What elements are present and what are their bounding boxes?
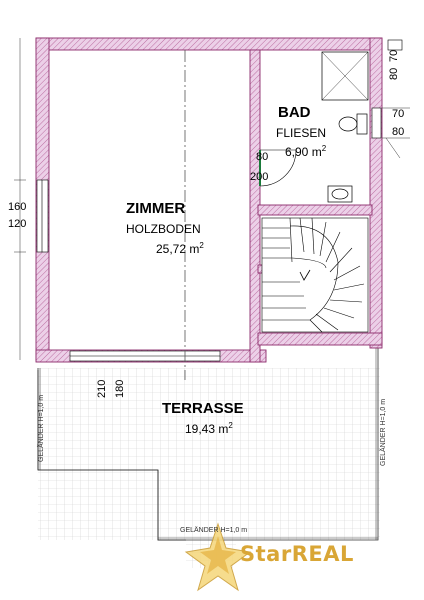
room-name-zimmer: ZIMMER	[126, 200, 186, 217]
dim-terrace-door-a: 210	[96, 379, 108, 398]
bad-door-swing	[259, 149, 297, 187]
room-floor-bad: FLIESEN	[276, 126, 327, 140]
room-floor-zimmer: HOLZBODEN	[126, 222, 201, 236]
dim-bad-door-width: 80	[256, 151, 269, 163]
dim-left-window-b: 120	[8, 218, 27, 230]
dim-bad-window-b: 80	[392, 126, 405, 138]
room-name-bad: BAD	[278, 104, 311, 121]
railing-label-right: GELÄNDER H=1,0 m	[380, 398, 387, 466]
dim-top-right-a: 70	[388, 49, 400, 62]
room-name-terrasse: TERRASSE	[162, 400, 244, 417]
terrace-floor	[38, 368, 380, 568]
dim-terrace-door-b: 180	[114, 379, 126, 398]
room-area-zimmer: 25,72 m2	[156, 241, 204, 256]
room-area-terrasse: 19,43 m2	[185, 421, 233, 436]
room-area-bad: 6,90 m2	[285, 144, 327, 159]
starreal-logo-icon	[184, 522, 252, 592]
railing-label-bottom: GELÄNDER H=1,0 m	[180, 527, 248, 534]
railing-label-left: GELÄNDER H=1,0 m	[38, 394, 45, 462]
dim-bad-window-a: 70	[392, 108, 405, 120]
dim-bad-door-height: 200	[250, 171, 269, 183]
dim-top-right-b: 80	[388, 67, 400, 80]
staircase	[261, 217, 369, 333]
bad-fixtures	[321, 51, 369, 203]
terrace-railing-line	[37, 345, 379, 541]
dim-left-window-a: 160	[8, 201, 27, 213]
starreal-logo-text: StarREAL	[240, 542, 354, 566]
